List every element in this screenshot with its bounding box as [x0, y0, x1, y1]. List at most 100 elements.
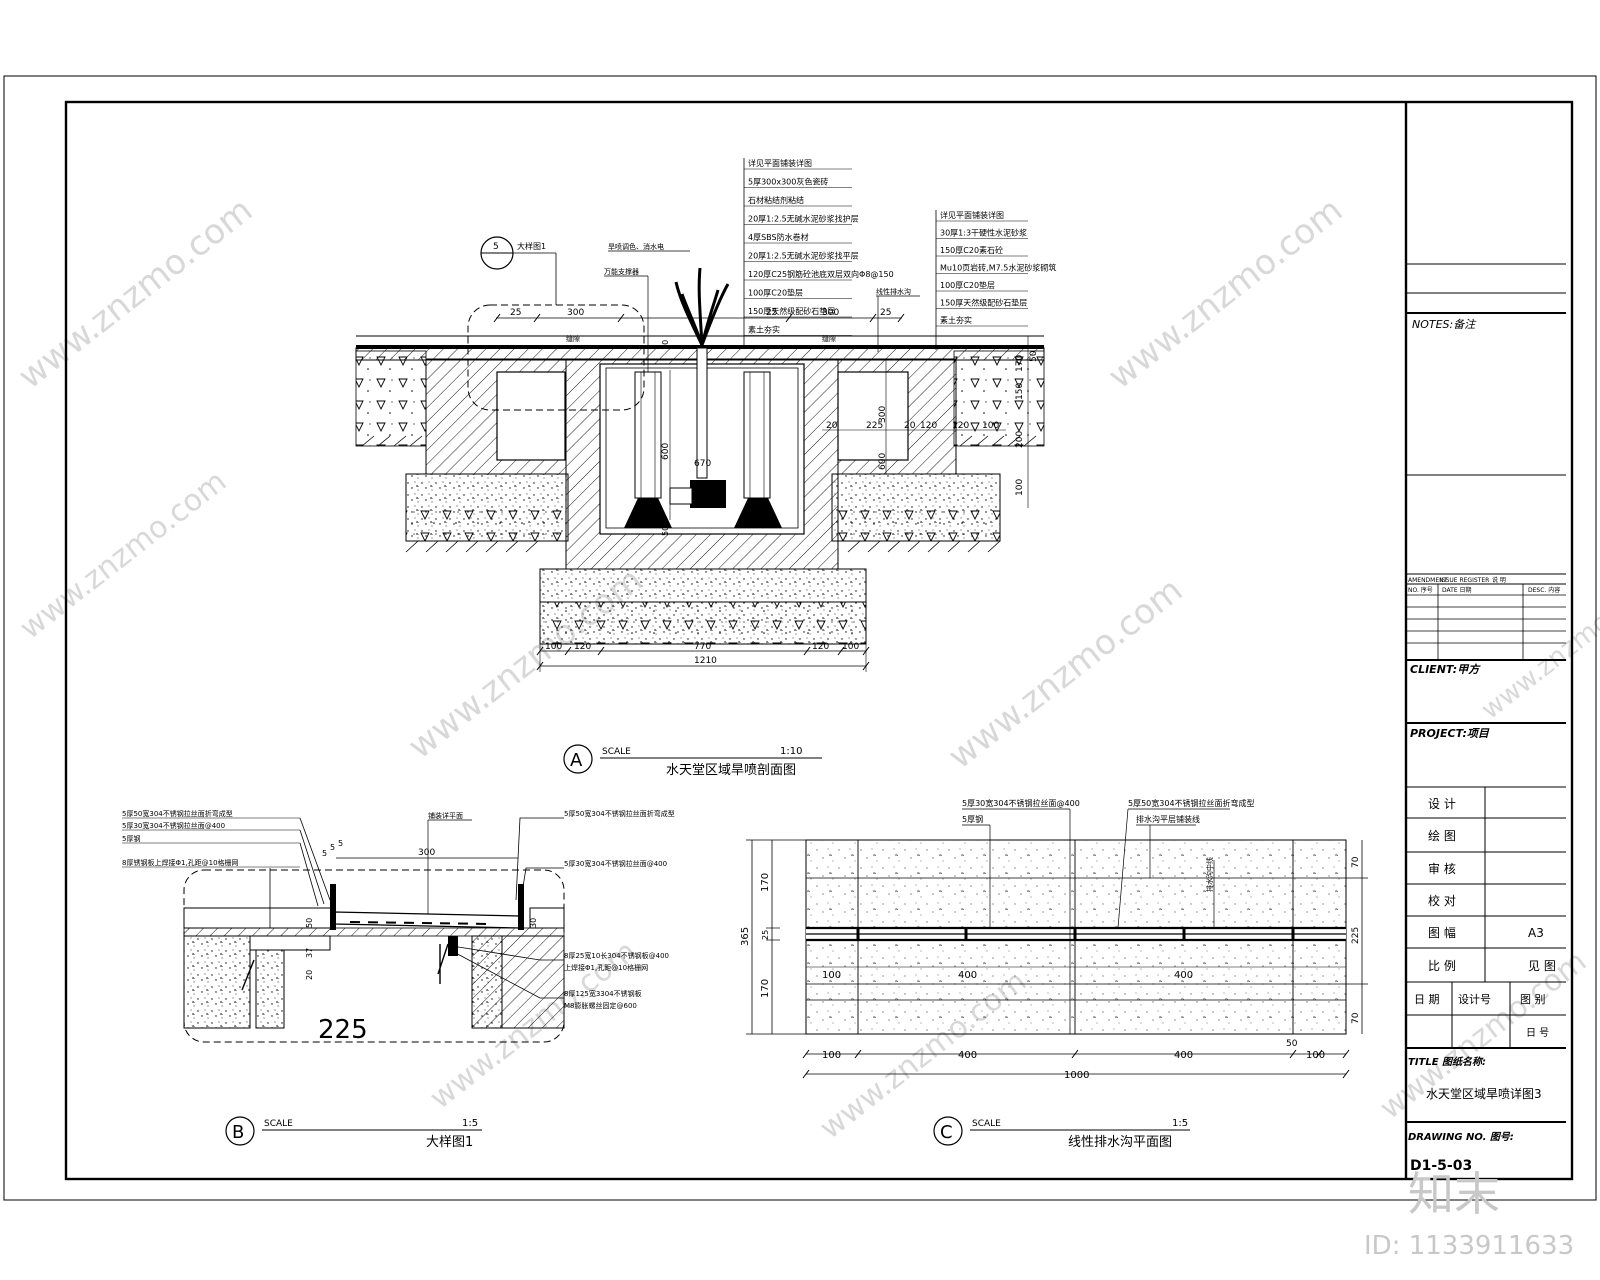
dim-v-10: 10	[661, 340, 670, 350]
sign-label-scale: 比 例	[1428, 959, 1456, 973]
dim-top-25-b: 25	[766, 308, 777, 318]
watermark-text: www.znzmo.com	[11, 190, 260, 397]
title-block: NOTES:备注 AMENDMENT ISSUE REGISTER 说 明 NO…	[1404, 102, 1566, 1179]
register-header-3: 说 明	[1492, 576, 1506, 584]
support-column-right	[743, 371, 771, 499]
layer-label-left: 5厚300x300灰色瓷砖	[748, 177, 828, 187]
watermark-text: www.znzmo.com	[941, 570, 1190, 777]
dim-top-300-b: 300	[822, 308, 839, 318]
detail-c-scale-label: SCALE	[972, 1119, 1001, 1129]
detail-b-bubble	[225, 1116, 255, 1146]
dim-bottom-100-a: 100	[545, 642, 562, 652]
c-label-top-3: 5厚50宽304不锈钢拉丝面折弯成型	[1128, 798, 1255, 808]
detail-c-bubble	[933, 1116, 963, 1146]
layer-callouts-left: 详见平面铺装详图5厚300x300灰色瓷砖石材粘结剂粘结20厚1:2.5无碱水泥…	[744, 158, 894, 336]
detail-b-right-labels: 5厚50宽304不锈钢拉丝面折弯成型5厚30宽304不锈钢拉丝面@4008厚25…	[564, 809, 675, 1010]
dim-b-225: 225	[318, 1015, 368, 1045]
layer-label-left: 4厚SBS防水卷材	[748, 232, 809, 242]
dim-bottom-100-b: 100	[842, 642, 859, 652]
label-seam-left: 缝隙	[566, 334, 580, 343]
dim-b-20: 20	[305, 970, 314, 980]
dim-c-bottom-400-b: 400	[1174, 1050, 1193, 1061]
sign-label-design: 设 计	[1428, 797, 1456, 811]
nozzle-pipe	[696, 347, 708, 479]
b-label-top: 铺装详平面	[428, 811, 463, 820]
dim-b-5-c: 5	[338, 839, 343, 848]
sheet-size-value: A3	[1528, 926, 1544, 940]
detail-a-letter: A	[570, 750, 583, 771]
dim-c-bottom-50: 50	[1286, 1039, 1298, 1049]
dim-v-50-a: 50	[1029, 350, 1039, 362]
client-label: CLIENT:甲方	[1410, 663, 1481, 676]
dim-b-30: 30	[529, 918, 538, 928]
dim-mid-100: 100	[982, 421, 999, 431]
layer-label-right: 100厚C20垫层	[940, 280, 995, 290]
dim-c-bottom-100-a: 100	[822, 1050, 841, 1061]
scale-value: 见 图	[1528, 959, 1556, 973]
detail-b-enlarged: 225 5厚50宽304不锈钢拉丝面折弯成型5厚30宽304不锈钢拉丝面@400…	[122, 809, 675, 1150]
edge-strip-left	[330, 884, 336, 930]
detail-a-bubble	[563, 744, 593, 774]
outer-border	[3, 75, 1597, 1201]
layer-label-right: 详见平面铺装详图	[940, 210, 1004, 220]
watermark-text: www.znzmo.com	[13, 464, 233, 646]
dim-top-25-a: 25	[510, 308, 521, 318]
dim-b-5-b: 5	[330, 843, 335, 852]
dim-v-50-b: 50	[661, 526, 670, 536]
ref-label: 大样图1	[517, 241, 546, 251]
b-label-right: M8膨胀螺丝固定@600	[564, 1001, 637, 1010]
dim-mid-120-a: 120	[920, 421, 937, 431]
detail-c-scale-value: 1:5	[1172, 1118, 1188, 1129]
edge-strip-right	[518, 884, 524, 930]
layer-label-left: 20厚1:2.5无碱水泥砂浆找护层	[748, 214, 859, 224]
dim-top-25-c: 25	[880, 308, 891, 318]
watermark-text: www.znzmo.com	[1101, 190, 1350, 397]
notes-label: NOTES:备注	[1412, 318, 1477, 331]
column-base-left	[624, 498, 672, 528]
dim-v-170: 170	[1015, 355, 1025, 372]
dim-c-bottom-400-a: 400	[958, 1050, 977, 1061]
dim-b-37: 37	[305, 948, 314, 958]
dim-c-left-25: 25	[761, 930, 770, 940]
c-label-centerline: 排水沟中线	[1205, 857, 1214, 892]
title-label: TITLE 图纸名称:	[1408, 1056, 1486, 1068]
gravel-right	[953, 350, 1045, 447]
dim-b-50: 50	[305, 918, 314, 928]
dim-bottom-770: 770	[694, 642, 711, 652]
b-label-left: 5厚30宽304不锈钢拉丝面@400	[122, 821, 225, 830]
grating-plate	[333, 911, 521, 929]
dim-c-inside-400-a: 400	[958, 970, 977, 981]
drawing-no-value: D1-5-03	[1410, 1158, 1472, 1174]
register-header-1: AMENDMENT	[1408, 577, 1448, 584]
dim-c-left-170-a: 170	[760, 873, 771, 892]
layer-label-left: 素土夯实	[748, 325, 780, 335]
ref-bubble-number: 5	[493, 242, 499, 252]
register-col-3: DESC. 内容	[1528, 586, 1560, 594]
layer-label-left: 100厚C20垫层	[748, 288, 803, 298]
tile-top	[356, 345, 1044, 349]
dim-v-100: 100	[1015, 479, 1025, 496]
c-label-top-4: 排水沟平层铺装线	[1136, 814, 1200, 824]
dim-total-1210: 1210	[694, 656, 717, 666]
dim-c-total-1000: 1000	[1064, 1070, 1089, 1081]
detail-c-letter: C	[940, 1122, 953, 1143]
project-label: PROJECT:项目	[1410, 727, 1490, 740]
layer-label-right: 150厚C20素石砼	[940, 245, 1003, 255]
drawing-frame	[64, 100, 1574, 1181]
layer-label-right: 素土夯实	[940, 315, 972, 325]
dim-c-inside-100: 100	[822, 970, 841, 981]
b-label-left: 8厚锈钢板上焊接Φ1,孔距@10格栅网	[122, 858, 239, 867]
layer-label-left: 石材粘结剂粘结	[748, 195, 804, 205]
dim-mid-120-b: 120	[952, 421, 969, 431]
dim-v-300: 300	[878, 406, 888, 423]
dim-b-300: 300	[418, 848, 435, 858]
drawing-title: 水天堂区域旱喷详图3	[1426, 1086, 1542, 1101]
detail-b-scale-value: 1:5	[462, 1118, 478, 1129]
detail-c-plan: 5厚30宽304不锈钢拉丝面@400 5厚钢 5厚50宽304不锈钢拉丝面折弯成…	[740, 798, 1368, 1150]
detail-b-title: 大样图1	[426, 1135, 473, 1150]
label-seam-right: 缝隙	[822, 334, 836, 343]
register-col-2: DATE 日期	[1442, 586, 1472, 594]
b-label-right: 8厚25宽10长304不锈钢板@400	[564, 951, 669, 960]
support-column-left	[634, 371, 662, 499]
date-label: 日 期	[1414, 993, 1440, 1006]
